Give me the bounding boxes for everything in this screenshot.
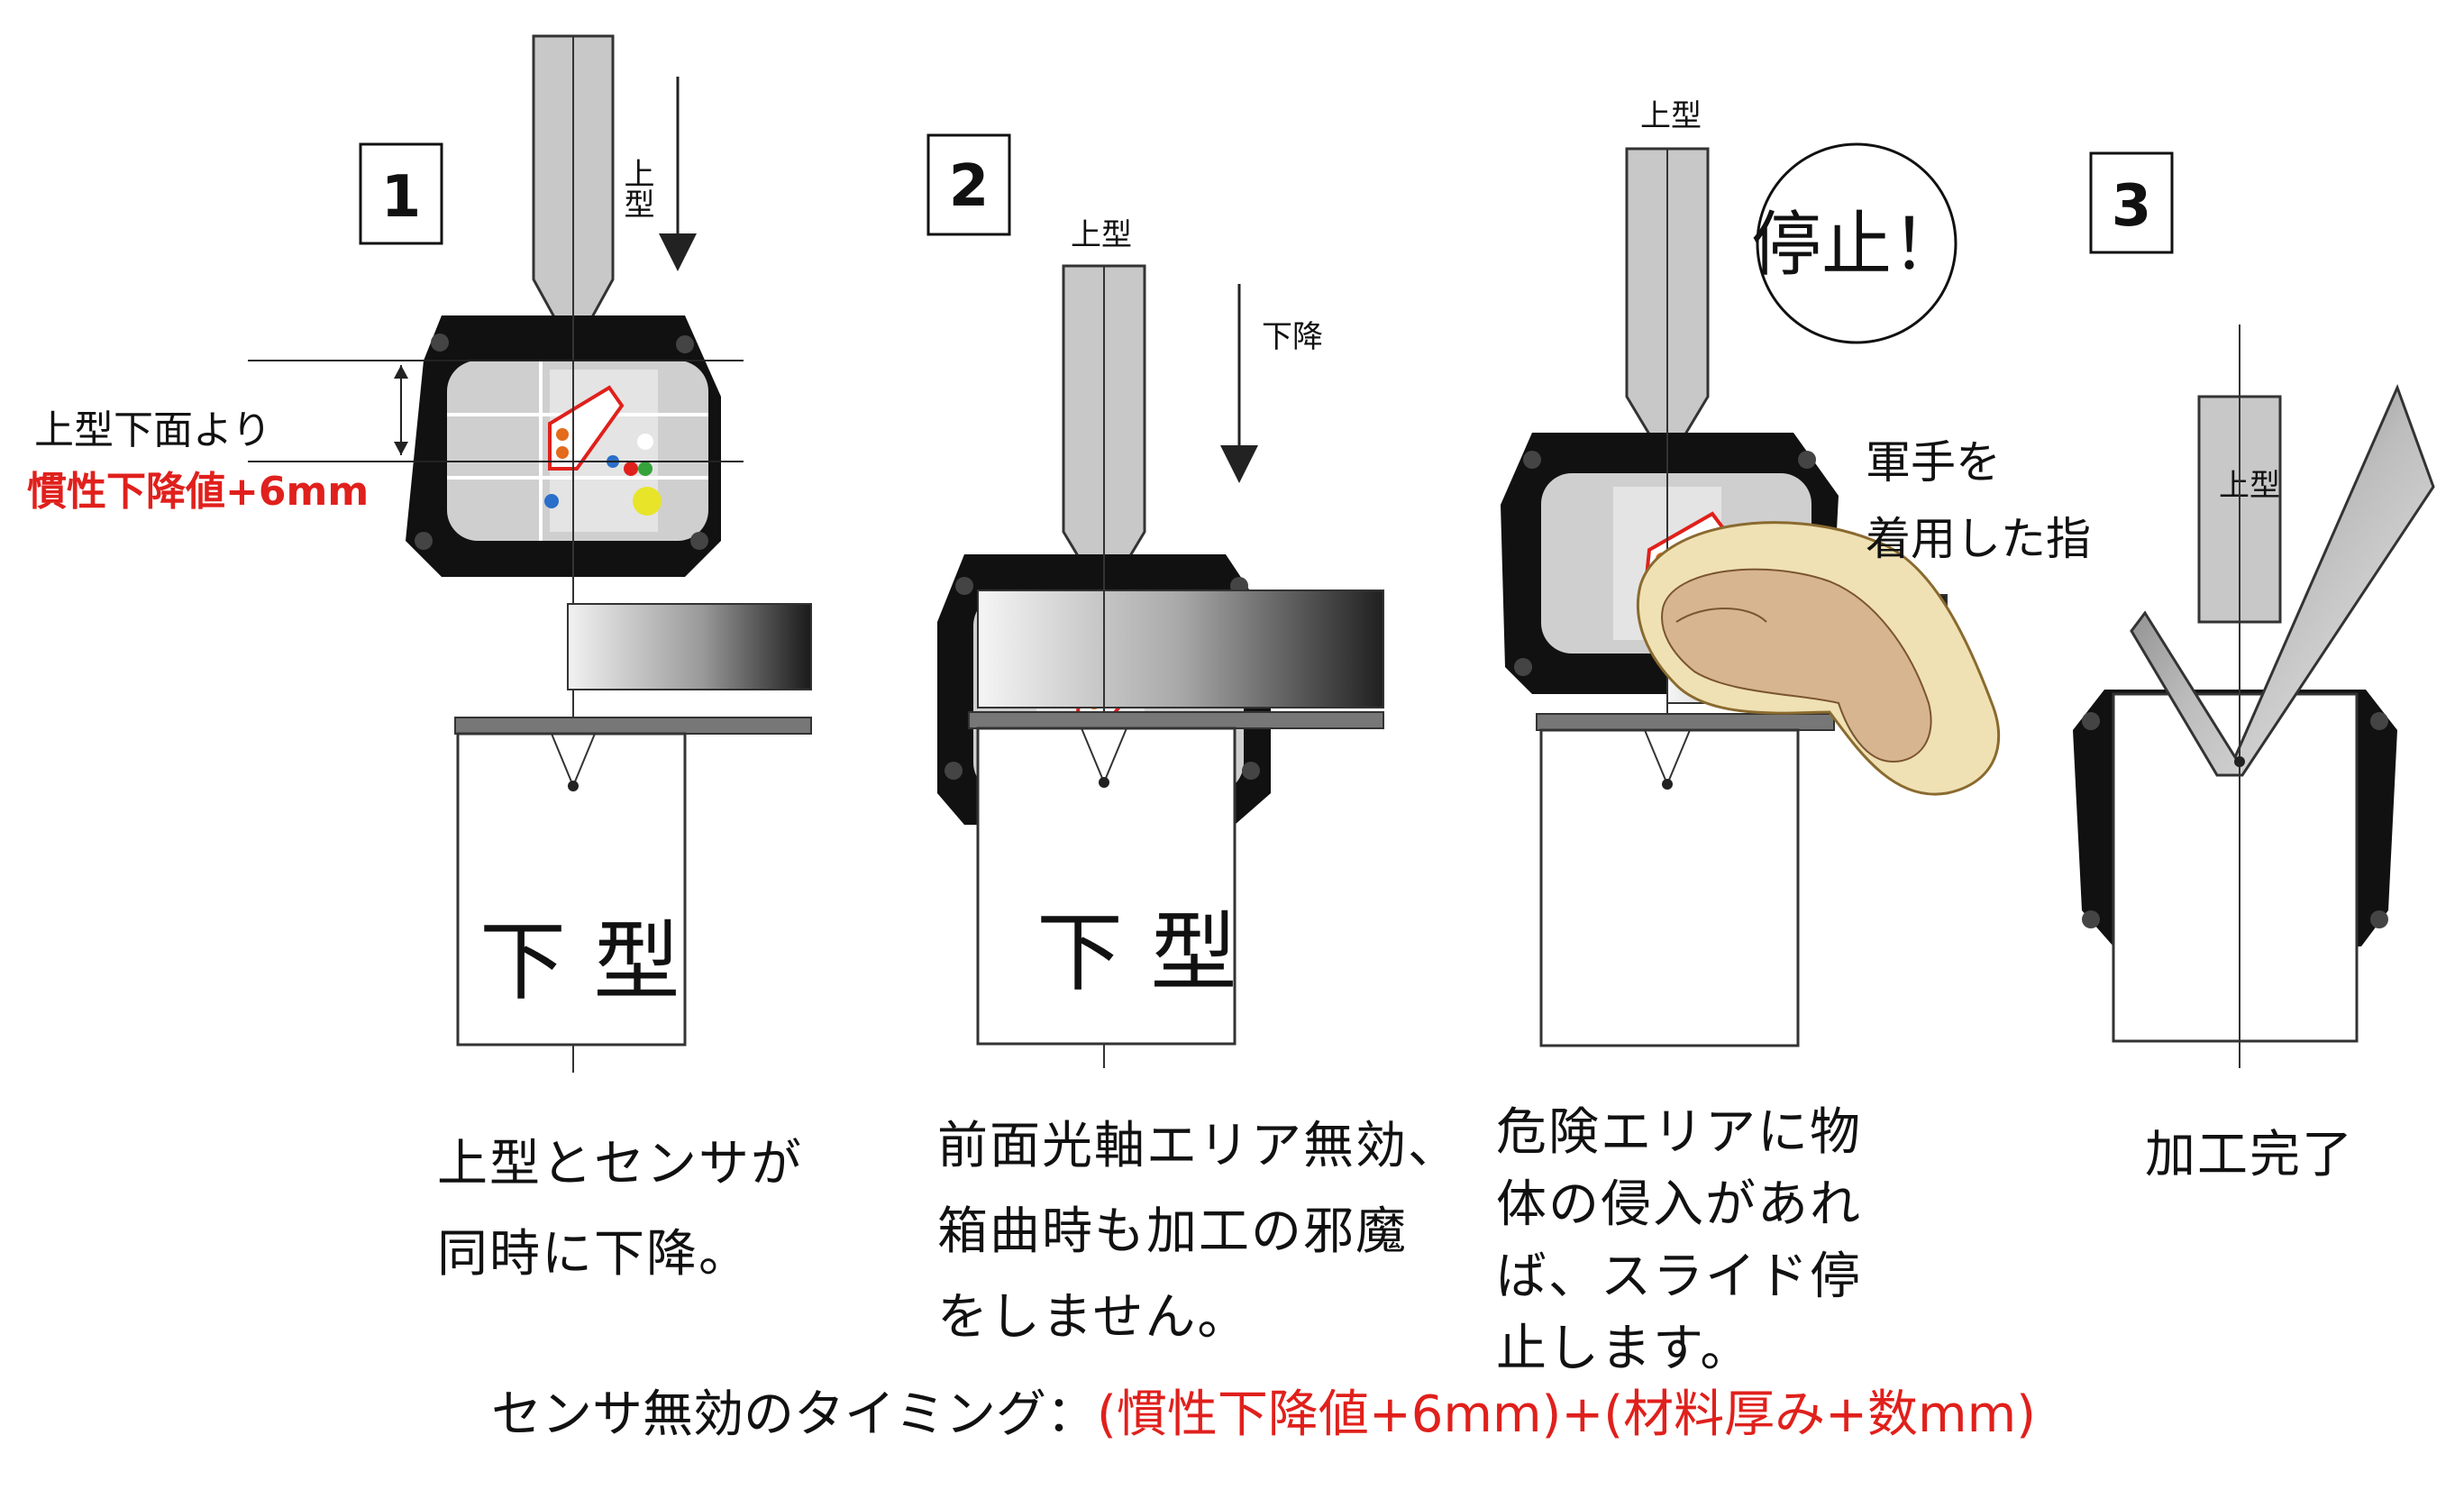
caption-line: ば、スライド停	[1496, 1248, 1862, 1306]
stop-label: 停止！	[1751, 205, 1962, 286]
lower-die-label: 下 型	[479, 911, 680, 1012]
sensor-unit	[406, 315, 721, 577]
lower-die	[2112, 692, 2359, 1043]
material-plate	[1536, 713, 1835, 731]
gloved-finger-icon	[1636, 521, 2001, 796]
finger-label-line: 軍手を	[1866, 436, 2001, 489]
step-number: 1	[381, 164, 422, 231]
panel-stop: 上型 停止！ 軍手を 着用した指 危険エリアに	[1496, 98, 2091, 1378]
footer-formula: (慣性下降値+6mm)+(材料厚み+数mm)	[1097, 1385, 2036, 1444]
footer-line: センサ無効のタイミング：(慣性下降値+6mm)+(材料厚み+数mm)	[491, 1385, 2036, 1444]
step-number-box	[926, 133, 1011, 236]
caption-line: 上型とセンサが	[437, 1135, 803, 1193]
material-plate	[968, 711, 1384, 729]
upper-die-label: 上型	[2219, 468, 2280, 504]
step-number: 2	[949, 153, 990, 220]
lower-die-label: 下 型	[1036, 902, 1237, 1003]
caption-line: 危険エリアに物	[1496, 1103, 1862, 1162]
step-number: 3	[2112, 173, 2152, 240]
bent-workpiece	[2130, 383, 2435, 777]
upper-die-label: 上型	[618, 158, 654, 219]
panel-1: 1 上型	[27, 34, 812, 1284]
upper-die-label: 上型	[1071, 217, 1132, 253]
stop-badge	[1756, 142, 1958, 344]
caption-line: 同時に下降。	[437, 1225, 751, 1284]
step-number-box	[2089, 151, 2174, 254]
upper-die-label: 上型	[1640, 98, 1702, 134]
footer-prefix: センサ無効のタイミング：	[491, 1385, 1097, 1444]
measure-label-line2: 慣性下降値+6mm	[27, 469, 369, 515]
workpiece-sheet	[567, 603, 812, 690]
panel-3: 3 上型 加工完了	[2073, 151, 2435, 1184]
direction-label: 下降	[1262, 319, 1323, 355]
caption-line: 加工完了	[2145, 1126, 2354, 1184]
panel-2: 2 上型 下降 下 型 前面光軸エリア無効、 箱曲時も加工の邪魔 をしません。	[926, 133, 1460, 1347]
measure-label-line1: 上型下面より	[34, 407, 271, 453]
material-plate	[454, 717, 812, 735]
finger-label-line: 着用した指	[1866, 513, 2091, 565]
caption-line: をしません。	[937, 1288, 1249, 1347]
caption-line: 箱曲時も加工の邪魔	[937, 1202, 1408, 1261]
workpiece-sheet	[977, 590, 1384, 708]
caption-line: 止します。	[1496, 1320, 1752, 1378]
caption-line: 体の侵入があれ	[1496, 1175, 1862, 1234]
caption-line: 前面光軸エリア無効、	[937, 1117, 1460, 1175]
step-number-box	[359, 142, 443, 245]
